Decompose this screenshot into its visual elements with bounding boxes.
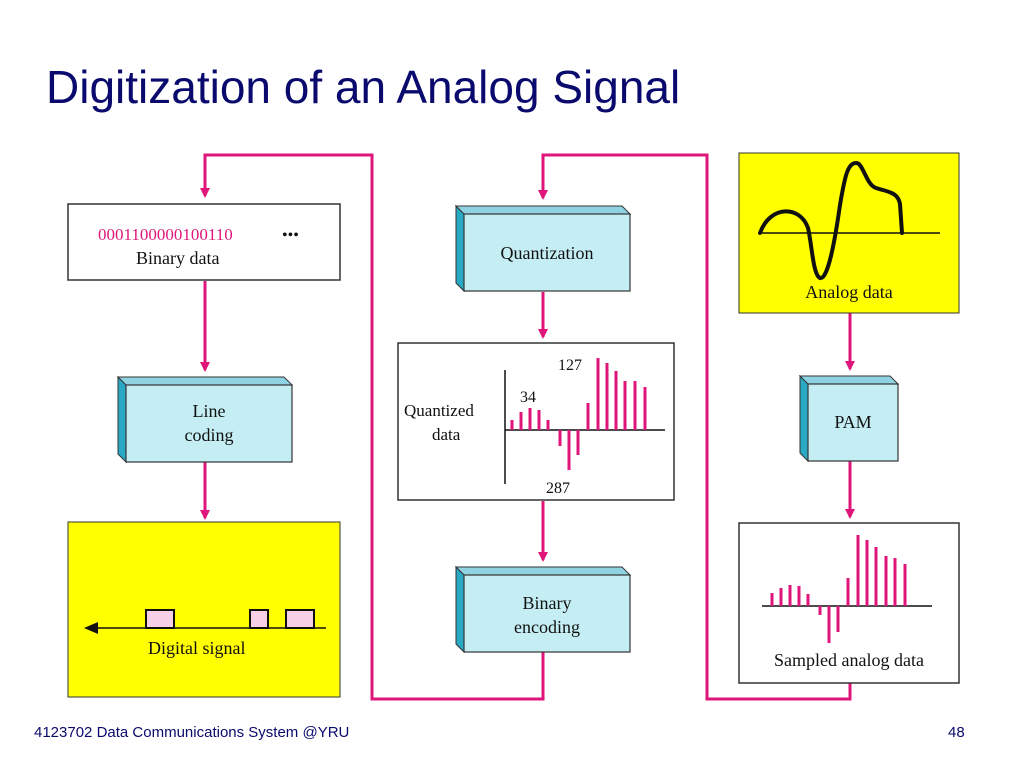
time-axis-arrowhead — [84, 622, 98, 634]
binary-encoding-box: Binary encoding — [454, 565, 632, 654]
analog-data-box: Analog data — [738, 152, 960, 314]
pam-label: PAM — [834, 412, 871, 432]
page-number: 48 — [948, 724, 965, 741]
binary-data-box: 0001100000100110 ••• Binary data — [67, 203, 341, 281]
line-coding-box: Line coding — [116, 375, 294, 464]
binary-ellipsis: ••• — [282, 227, 299, 244]
binary-data-label: Binary data — [136, 248, 219, 268]
quantized-data-box: Quantized data 127 34 287 — [397, 342, 675, 501]
digital-signal-label: Digital signal — [148, 638, 246, 658]
quantized-data-label-2: data — [432, 425, 461, 444]
sampled-pulses — [770, 535, 907, 643]
value-34: 34 — [520, 389, 536, 406]
pulse — [285, 609, 315, 629]
pam-box: PAM — [798, 374, 900, 463]
digital-signal-box: Digital signal — [67, 521, 341, 698]
slide-title: Digitization of an Analog Signal — [46, 61, 681, 113]
pulse — [249, 609, 269, 629]
line-coding-label-2: coding — [185, 425, 234, 445]
connector-lines — [200, 153, 855, 701]
value-287: 287 — [546, 480, 570, 497]
quantization-box: Quantization — [454, 204, 632, 293]
pulse — [145, 609, 175, 629]
line-coding-label-1: Line — [193, 401, 226, 421]
binary-encoding-label-2: encoding — [514, 617, 580, 637]
binary-bits: 0001100000100110 — [98, 225, 233, 244]
flow-encoding-to-binary — [200, 153, 545, 701]
flow-sampled-to-quantization — [538, 153, 852, 701]
binary-encoding-label-1: Binary — [523, 593, 572, 613]
sampled-analog-label: Sampled analog data — [774, 650, 924, 670]
value-127: 127 — [558, 357, 582, 374]
analog-waveform — [758, 161, 904, 280]
quantization-label: Quantization — [501, 243, 594, 263]
footer-course: 4123702 Data Communications System @YRU — [34, 724, 350, 741]
quantized-samples — [510, 358, 647, 470]
sampled-analog-box: Sampled analog data — [738, 522, 960, 684]
quantized-data-label-1: Quantized — [404, 401, 474, 420]
analog-data-label: Analog data — [805, 282, 892, 302]
